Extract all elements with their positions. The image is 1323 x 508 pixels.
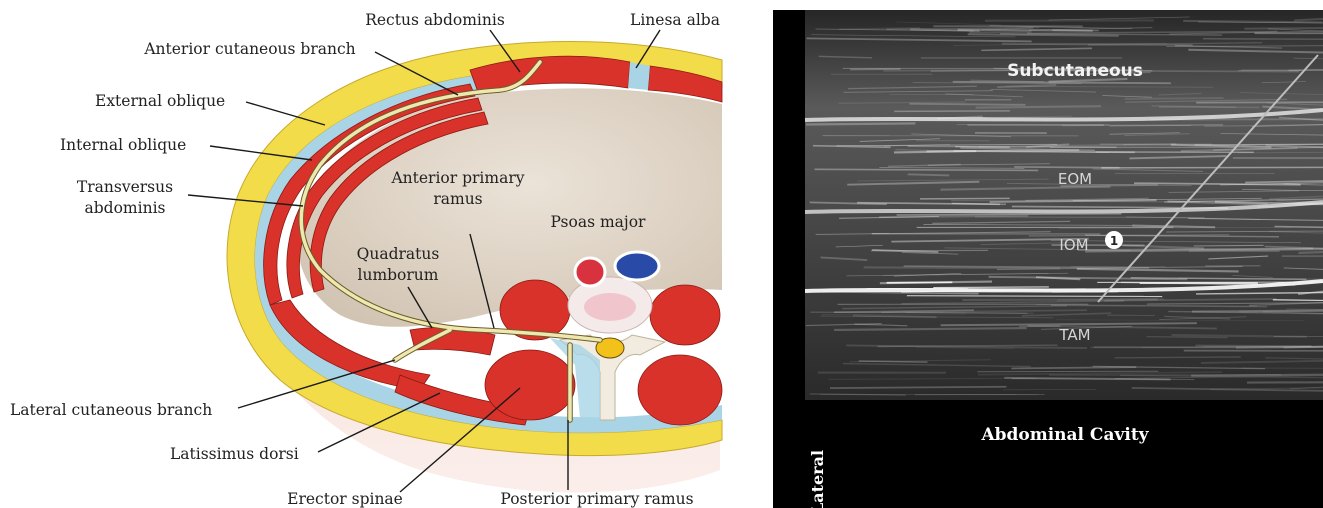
vertebral-body-inner <box>584 293 636 321</box>
ultrasound-streak <box>1283 347 1323 348</box>
ultrasound-streak <box>1115 357 1241 358</box>
erector-spinae-right <box>638 355 722 425</box>
linea-alba <box>628 62 650 90</box>
label-quadratus-line2: lumborum <box>358 266 439 284</box>
label-posterior-primary-ramus: Posterior primary ramus <box>500 490 693 508</box>
ultrasound-streak <box>1194 245 1264 246</box>
ultrasound-streak <box>879 216 1028 217</box>
label-abdominal-cavity: Abdominal Cavity <box>980 425 1149 445</box>
label-subcutaneous: Subcutaneous <box>1007 61 1143 81</box>
label-latissimus-dorsi: Latissimus dorsi <box>170 445 299 463</box>
ultrasound-streak <box>1196 346 1312 347</box>
label-iom: IOM <box>1059 236 1088 254</box>
psoas-major-right <box>650 285 720 345</box>
ultrasound-panel: Subcutaneous EOM IOM 1 TAM Abdominal Cav… <box>773 10 1323 508</box>
vena-cava <box>615 252 659 280</box>
label-psoas-major: Psoas major <box>551 213 646 231</box>
label-anterior-cutaneous-branch: Anterior cutaneous branch <box>143 40 355 58</box>
label-rectus-abdominis: Rectus abdominis <box>365 11 505 29</box>
ultrasound-streak <box>933 287 1049 288</box>
label-external-oblique: External oblique <box>95 92 225 110</box>
marker-number: 1 <box>1110 234 1118 248</box>
ultrasound-streak <box>1273 300 1323 301</box>
ultrasound-streak <box>1191 375 1323 376</box>
label-eom: EOM <box>1058 170 1092 188</box>
ultrasound-streak <box>806 123 915 124</box>
ultrasound-streak <box>909 104 1025 105</box>
ultrasound-streak <box>1014 167 1119 168</box>
label-anterior-primary-line2: ramus <box>433 190 482 208</box>
label-tam: TAM <box>1058 326 1090 344</box>
ultrasound-streak <box>977 371 1158 372</box>
label-erector-spinae: Erector spinae <box>287 490 403 508</box>
ultrasound-streak <box>969 32 1031 33</box>
ultrasound-streak <box>1298 252 1323 253</box>
ultrasound-streak <box>1125 98 1224 99</box>
label-lateral: Lateral <box>808 450 827 508</box>
ultrasound-streak <box>1294 19 1323 21</box>
ultrasound-streak <box>1239 311 1323 312</box>
label-transversus-line2: abdominis <box>85 199 166 217</box>
aorta <box>575 258 605 286</box>
label-linea-alba: Linesa alba <box>630 11 720 29</box>
label-anterior-primary-line1: Anterior primary <box>390 169 524 187</box>
ultrasound-streak <box>815 169 1039 170</box>
label-quadratus-line1: Quadratus <box>357 245 440 263</box>
anatomy-illustration: Rectus abdominis Linesa alba Anterior cu… <box>10 11 722 508</box>
label-transversus-line1: Transversus <box>77 178 173 196</box>
ultrasound-streak <box>894 151 976 152</box>
ultrasound-streak <box>1244 28 1323 29</box>
label-internal-oblique: Internal oblique <box>60 136 186 154</box>
label-lateral-cutaneous-branch: Lateral cutaneous branch <box>10 401 212 419</box>
ultrasound-streak <box>1203 39 1323 40</box>
ultrasound-streak <box>908 174 950 175</box>
erector-spinae-left <box>485 350 575 420</box>
